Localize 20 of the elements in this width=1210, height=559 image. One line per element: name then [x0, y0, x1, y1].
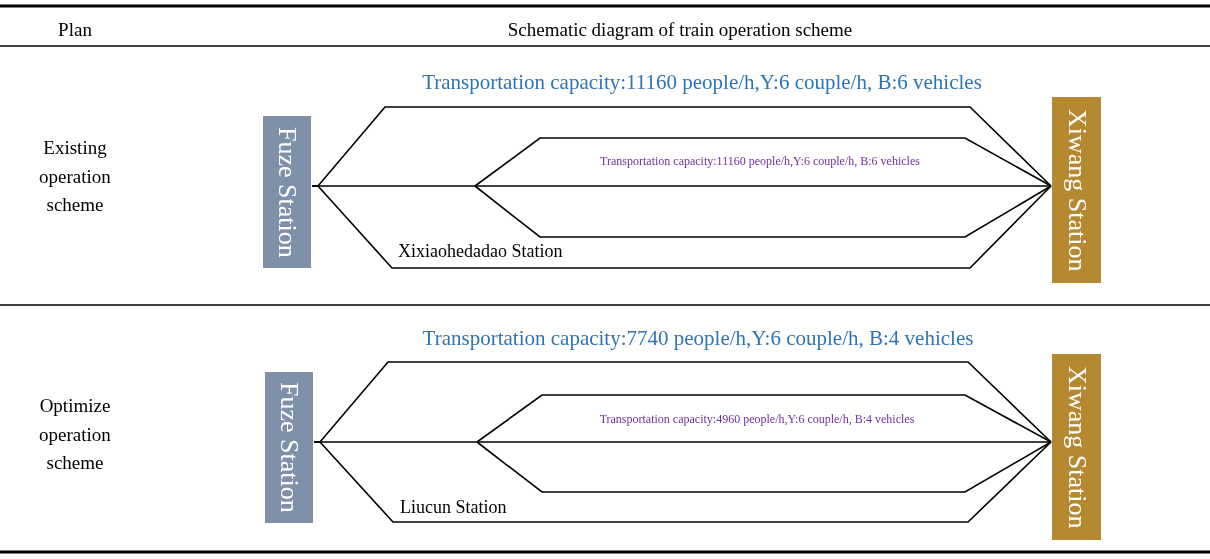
- edge-label: Transportation capacity:7740 people/h,Y:6 couple/h, B:4 vehicles: [422, 326, 974, 351]
- route-line: [474, 137, 1052, 187]
- edge-label: Transportation capacity:11160 people/h,Y:6 couple/h, B:6 vehicles: [600, 154, 920, 169]
- route-line: [313, 441, 1052, 443]
- station-box: Xiwang Station: [1052, 354, 1101, 540]
- column-header: Schematic diagram of train operation scheme: [506, 18, 854, 42]
- station-label: Xixiaohedadao Station: [398, 240, 563, 263]
- edge-label: Transportation capacity:11160 people/h,Y:6 couple/h, B:6 vehicles: [422, 70, 982, 95]
- column-header: Plan: [57, 18, 93, 42]
- station-label: Liucun Station: [400, 496, 507, 519]
- station-box: Xiwang Station: [1052, 97, 1101, 283]
- station-box: Fuze Station: [263, 116, 311, 268]
- row-header: Existing operation scheme: [38, 136, 112, 217]
- edge-label: Transportation capacity:4960 people/h,Y:6 couple/h, B:4 vehicles: [599, 412, 915, 427]
- route-line: [474, 185, 1052, 238]
- route-line: [476, 441, 1052, 493]
- route-line: [311, 185, 1052, 187]
- route-line: [476, 394, 1052, 443]
- station-box: Fuze Station: [265, 372, 313, 523]
- row-header: Optimize operation scheme: [38, 394, 112, 475]
